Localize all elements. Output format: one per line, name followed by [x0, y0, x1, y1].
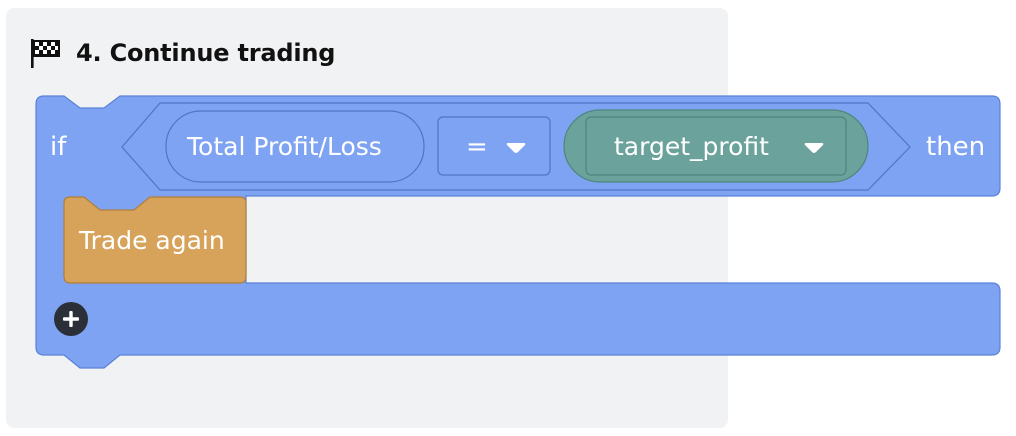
total-profit-loss-block[interactable] — [165, 110, 425, 183]
right-operand-label: target_profit — [614, 132, 769, 161]
variable-chevron-down-icon — [804, 143, 824, 153]
section-title: 4. Continue trading — [76, 39, 336, 67]
operator-label: = — [466, 132, 488, 162]
operator-chevron-down-icon — [506, 143, 526, 153]
then-keyword: then — [926, 132, 986, 162]
section-header: 4. Continue trading — [28, 36, 335, 70]
operator-dropdown[interactable] — [437, 116, 551, 176]
plus-icon[interactable] — [54, 302, 88, 336]
trade-again-label: Trade again — [79, 226, 225, 255]
variable-dropdown[interactable] — [585, 116, 847, 176]
left-operand-label: Total Profit/Loss — [187, 132, 382, 161]
trade-again-block[interactable] — [63, 196, 247, 284]
checkered-flag-icon — [31, 39, 60, 68]
if-keyword: if — [50, 132, 67, 162]
